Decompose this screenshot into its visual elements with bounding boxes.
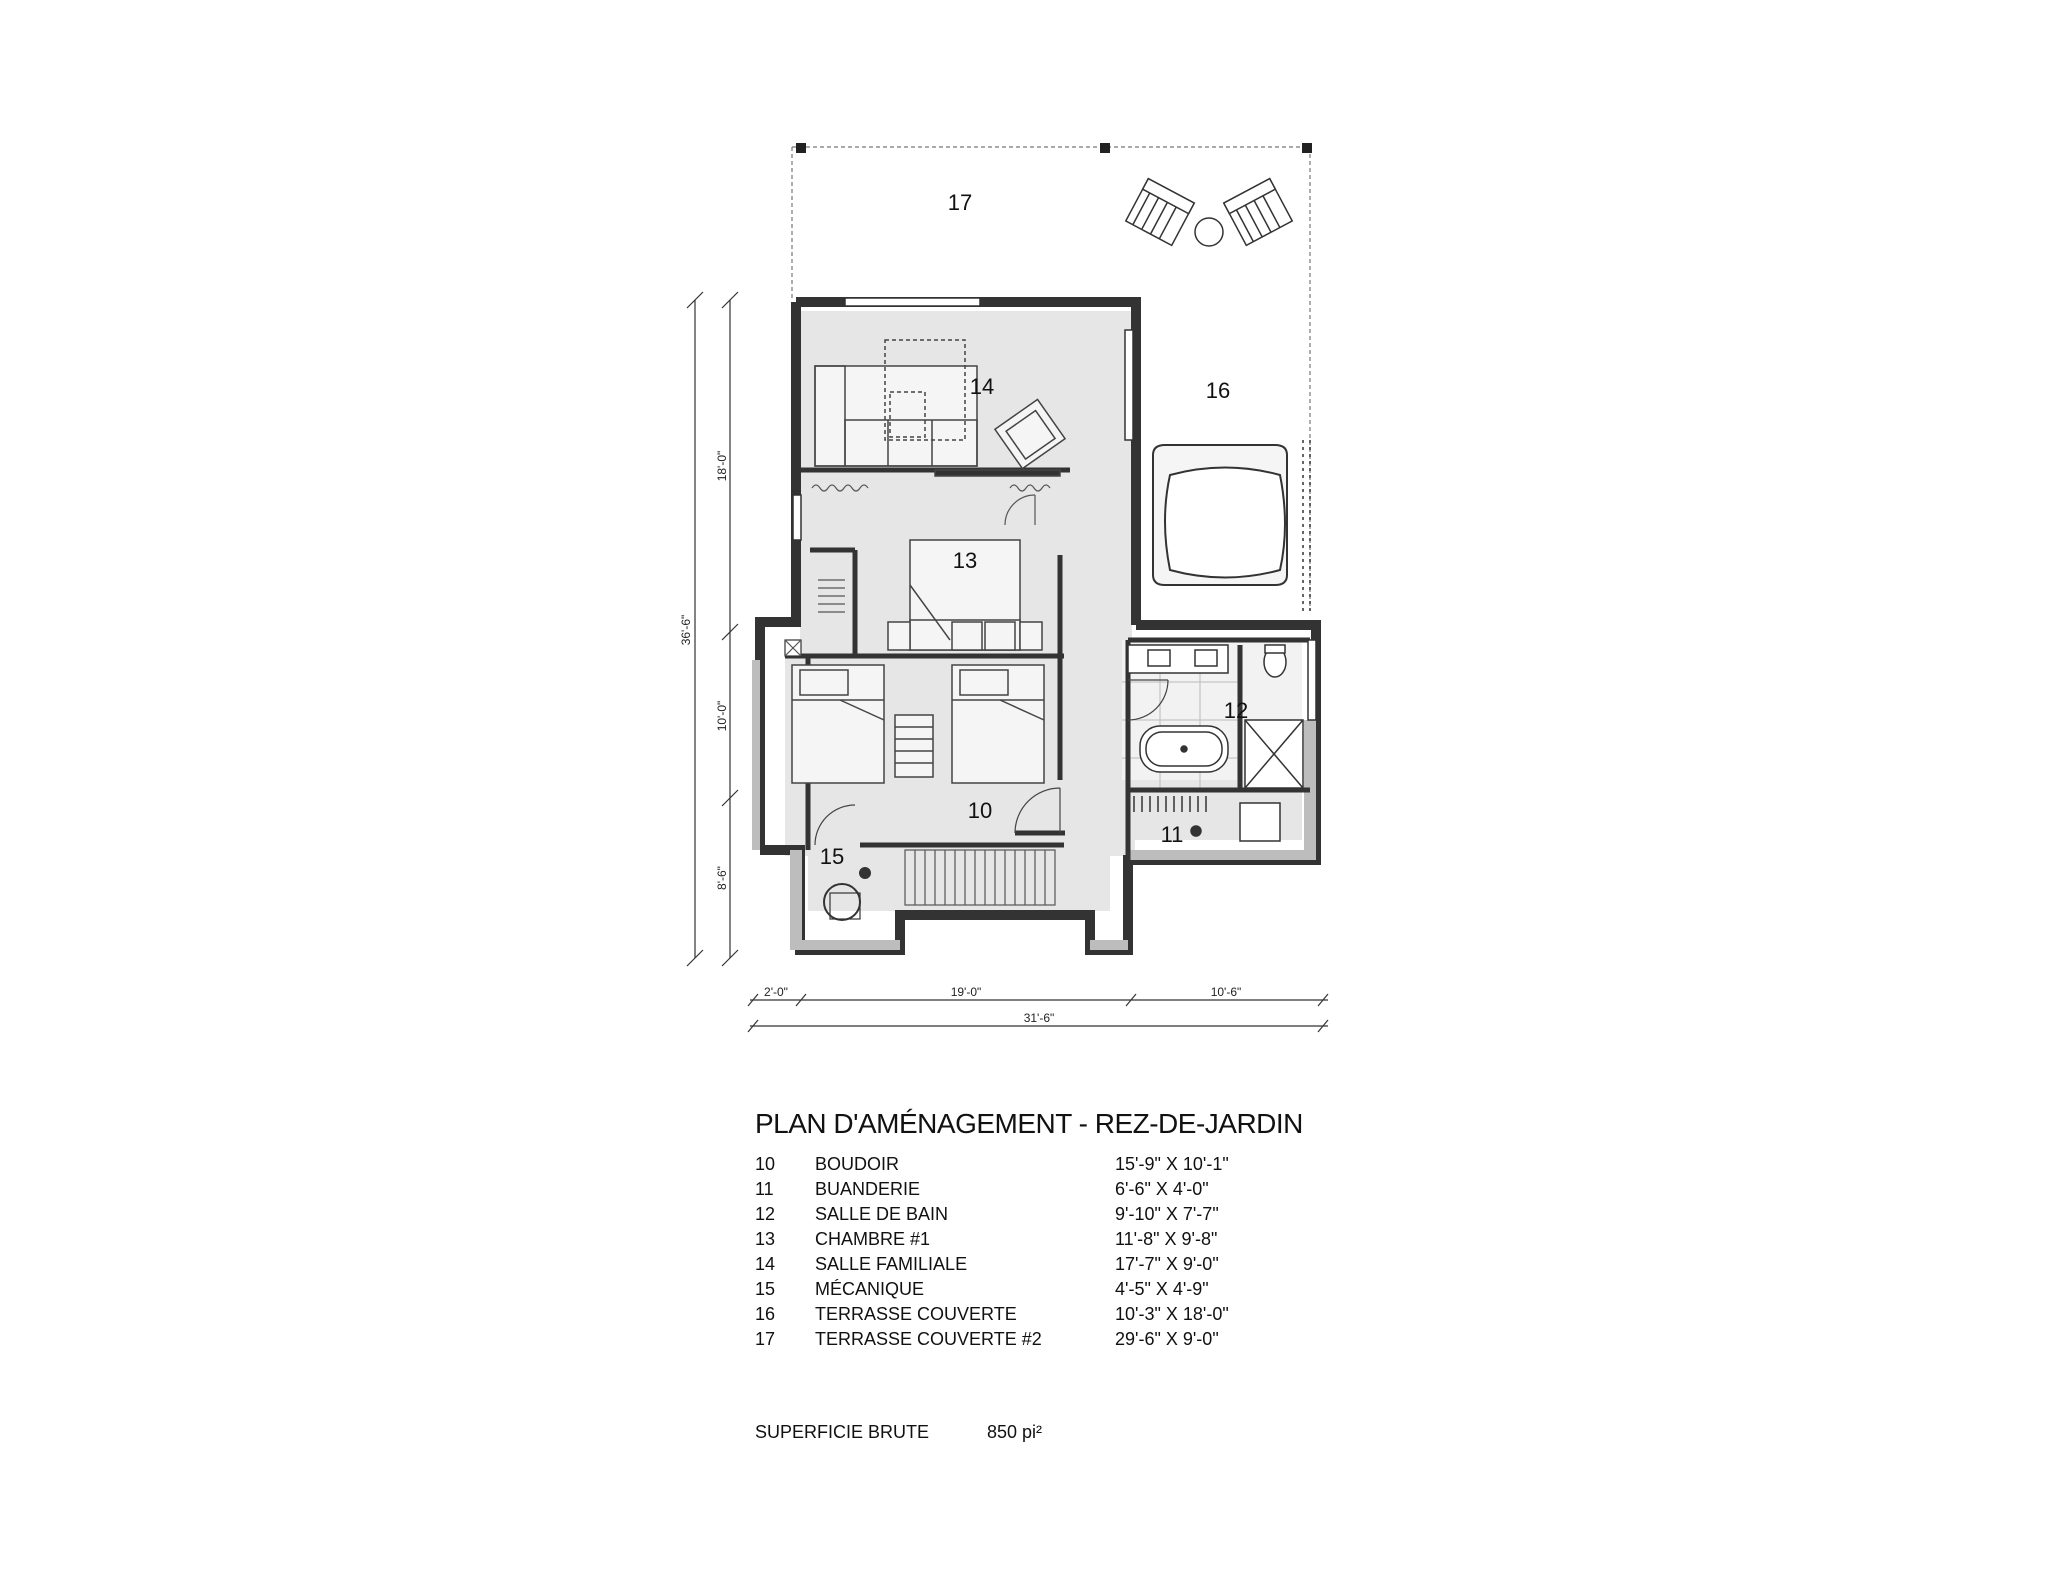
dim-horizontal-right: 10'-6" — [1211, 985, 1242, 999]
dim-horizontal-mid: 19'-0" — [951, 985, 982, 999]
gross-area-label: SUPERFICIE BRUTE — [755, 1422, 930, 1442]
room-17-number: 17 — [948, 190, 972, 215]
dim-vertical-mid: 10'-0" — [715, 701, 729, 732]
legend-room-dims: 10'-3" X 18'-0" — [1115, 1304, 1229, 1324]
legend-row: 11 BUANDERIE 6'-6" X 4'-0" — [755, 1177, 1555, 1202]
dim-vertical-top: 18'-0" — [715, 451, 729, 482]
legend-room-name: SALLE DE BAIN — [815, 1204, 949, 1224]
vertical-dimensions — [686, 291, 739, 967]
legend-row: 10 BOUDOIR 15'-9" X 10'-1" — [755, 1152, 1555, 1177]
gross-area-value: 850 pi² — [987, 1422, 1043, 1442]
patio-furniture — [1124, 177, 1294, 247]
gross-area: SUPERFICIE BRUTE 850 pi² — [755, 1422, 1042, 1443]
legend-room-name: BOUDOIR — [815, 1154, 900, 1174]
main-stair — [904, 849, 1056, 906]
legend-room-dims: 4'-5" X 4'-9" — [1115, 1279, 1209, 1299]
legend-room-dims: 6'-6" X 4'-0" — [1115, 1179, 1209, 1199]
legend-room-dims: 9'-10" X 7'-7" — [1115, 1204, 1219, 1224]
legend-row: 17 TERRASSE COUVERTE #2 29'-6" X 9'-0" — [755, 1327, 1555, 1352]
windows — [792, 297, 1317, 721]
room-11-number: 11 — [1161, 822, 1184, 847]
legend-room-dims: 11'-8" X 9'-8" — [1115, 1229, 1218, 1249]
legend-room-number: 13 — [755, 1229, 776, 1249]
legend-row: 12 SALLE DE BAIN 9'-10" X 7'-7" — [755, 1202, 1555, 1227]
bedroom-13-furniture — [887, 539, 1043, 651]
dim-vertical-bottom: 8'-6" — [715, 866, 729, 890]
legend-row: 16 TERRASSE COUVERTE 10'-3" X 18'-0" — [755, 1302, 1555, 1327]
dim-vertical-total: 36'-6" — [679, 615, 693, 646]
room-15-number: 15 — [820, 844, 844, 869]
room-10-number: 10 — [968, 798, 992, 823]
living-furniture — [814, 339, 1067, 477]
legend-room-number: 17 — [755, 1329, 776, 1349]
legend-room-name: SALLE FAMILIALE — [815, 1254, 968, 1274]
horizontal-dimensions — [747, 993, 1329, 1033]
terrace-16-railing — [1302, 440, 1311, 612]
legend-room-number: 16 — [755, 1304, 776, 1324]
legend-room-name: MÉCANIQUE — [815, 1279, 925, 1299]
closet-rods — [811, 484, 1051, 526]
room-legend: PLAN D'AMÉNAGEMENT - REZ-DE-JARDIN 10 BO… — [755, 1108, 1555, 1352]
dim-horizontal-total: 31'-6" — [1024, 1011, 1055, 1025]
mechanical-equipment — [823, 867, 871, 921]
small-stair — [784, 579, 845, 657]
room-16-number: 16 — [1206, 378, 1230, 403]
legend-room-dims: 17'-7" X 9'-0" — [1115, 1254, 1219, 1274]
room-12-number: 12 — [1224, 698, 1248, 723]
legend-room-number: 10 — [755, 1154, 776, 1174]
legend-room-number: 15 — [755, 1279, 776, 1299]
legend-room-number: 14 — [755, 1254, 776, 1274]
legend-room-name: TERRASSE COUVERTE #2 — [815, 1329, 1042, 1349]
legend-row: 13 CHAMBRE #1 11'-8" X 9'-8" — [755, 1227, 1555, 1252]
legend-row: 14 SALLE FAMILIALE 17'-7" X 9'-0" — [755, 1252, 1555, 1277]
legend-room-name: TERRASSE COUVERTE — [815, 1304, 1017, 1324]
legend-room-name: BUANDERIE — [815, 1179, 921, 1199]
dim-horizontal-left: 2'-0" — [764, 985, 788, 999]
legend-room-number: 12 — [755, 1204, 776, 1224]
wall-insulation — [752, 660, 1316, 950]
legend-room-dims: 29'-6" X 9'-0" — [1115, 1329, 1219, 1349]
laundry-fixtures — [1133, 796, 1281, 842]
legend-room-dims: 15'-9" X 10'-1" — [1115, 1154, 1229, 1174]
boudoir-furniture — [791, 664, 1045, 784]
room-number-labels: 17 16 14 13 12 10 11 15 — [820, 190, 1248, 869]
room-14-number: 14 — [970, 374, 994, 399]
legend-room-name: CHAMBRE #1 — [815, 1229, 931, 1249]
legend-row: 15 MÉCANIQUE 4'-5" X 4'-9" — [755, 1277, 1555, 1302]
hot-tub — [1152, 444, 1288, 586]
bathroom-fixtures — [1127, 644, 1304, 789]
door-swings — [814, 679, 1169, 846]
plan-title: PLAN D'AMÉNAGEMENT - REZ-DE-JARDIN — [755, 1108, 1303, 1139]
room-13-number: 13 — [953, 548, 977, 573]
legend-room-number: 11 — [755, 1179, 774, 1199]
